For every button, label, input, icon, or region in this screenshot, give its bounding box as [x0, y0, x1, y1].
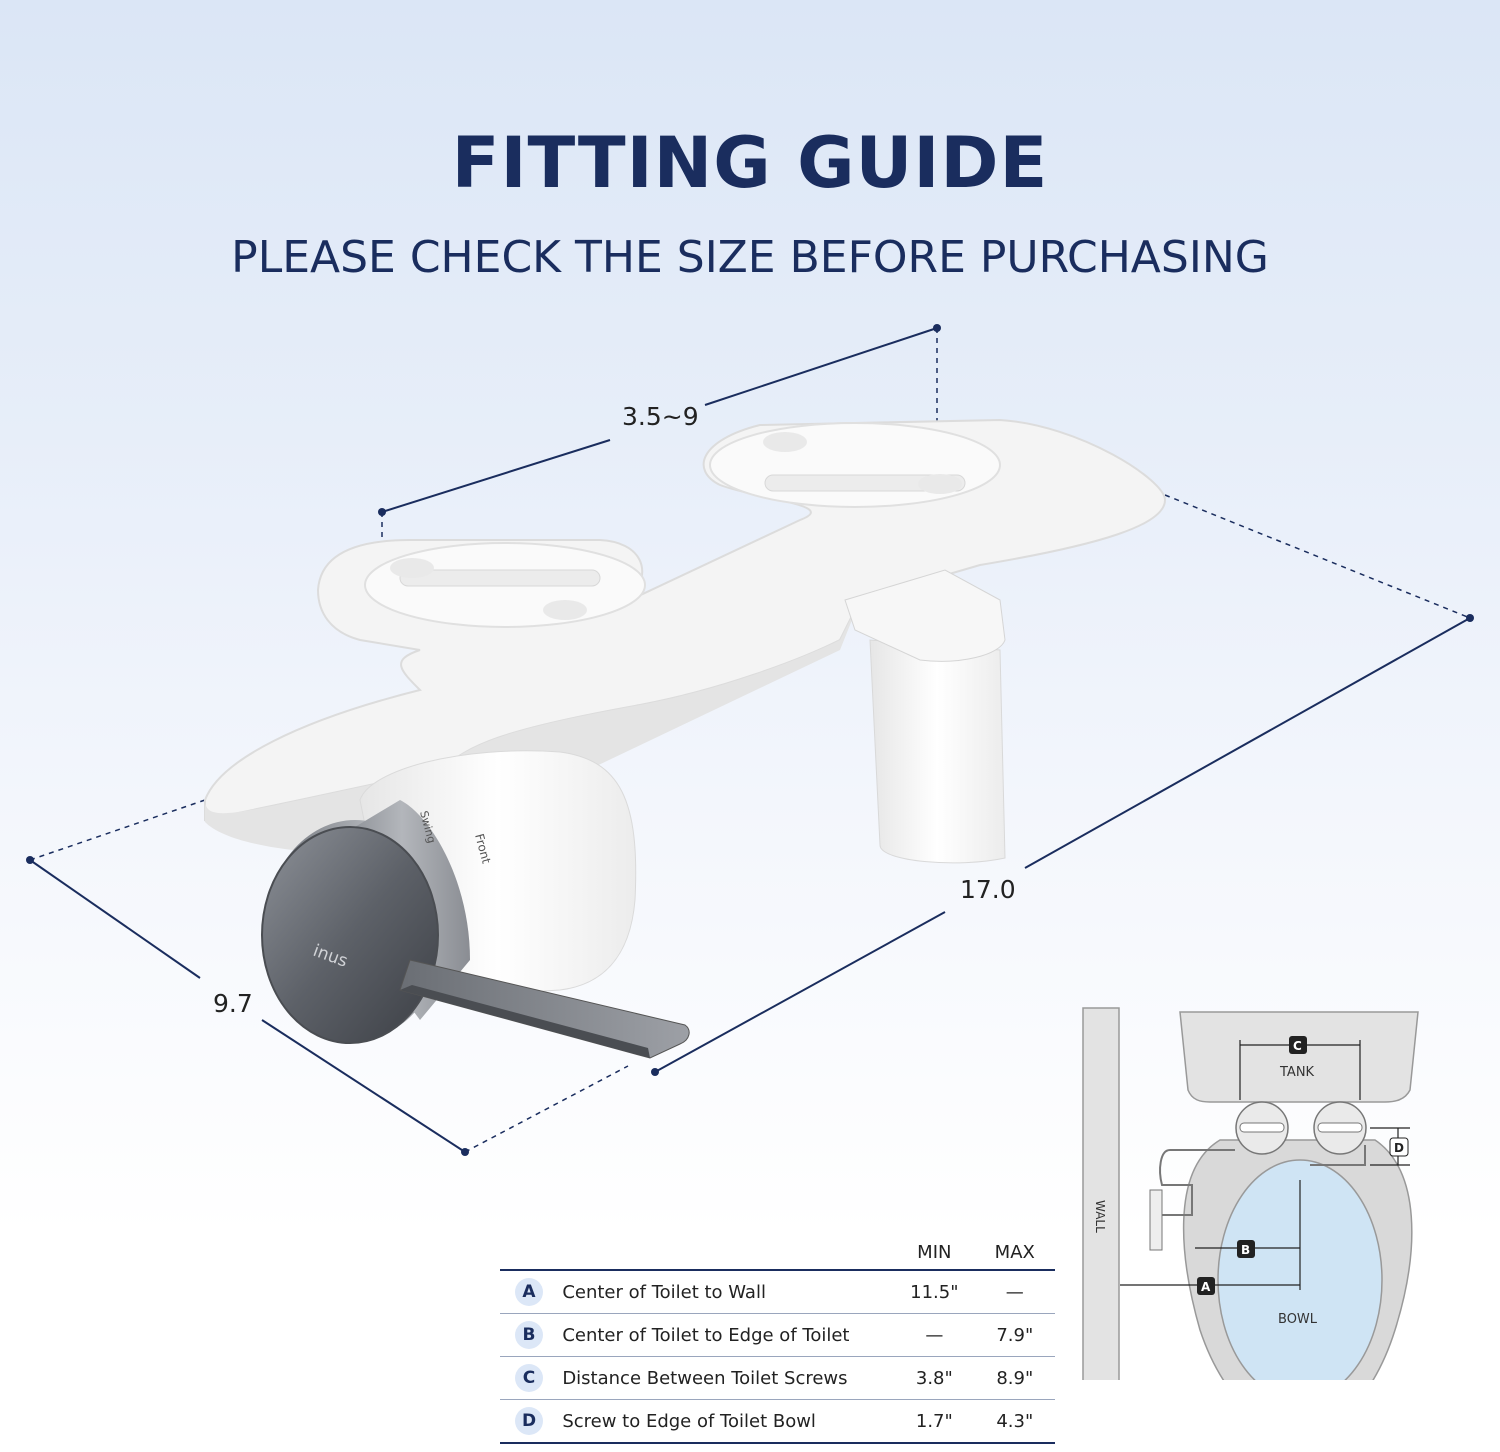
row-max: 7.9": [974, 1313, 1055, 1357]
dimension-screw-distance: 3.5~9: [622, 402, 699, 431]
row-min: 1.7": [894, 1399, 975, 1444]
row-letter-badge: A: [515, 1278, 543, 1306]
wall-shape: [1082, 1007, 1120, 1380]
row-min: 11.5": [894, 1270, 975, 1314]
svg-text:B: B: [1241, 1243, 1250, 1257]
product-illustration: inus Swing Front: [26, 324, 1474, 1156]
row-letter-badge: D: [515, 1407, 543, 1435]
row-letter-badge: B: [515, 1321, 543, 1349]
table-row: C Distance Between Toilet Screws 3.8" 8.…: [500, 1356, 1055, 1400]
table-row: A Center of Toilet to Wall 11.5" —: [500, 1270, 1055, 1314]
min-header: MIN: [894, 1242, 975, 1271]
dimension-lines: [29, 327, 1471, 1153]
spec-table-header: MIN MAX: [500, 1242, 1055, 1271]
row-description: Distance Between Toilet Screws: [558, 1356, 895, 1400]
row-min: 3.8": [894, 1356, 975, 1400]
row-max: —: [974, 1270, 1055, 1314]
toilet-diagram: WALL TANK BOWL C D B A: [1082, 1007, 1419, 1380]
control-body: [261, 750, 690, 1059]
bowl-label: BOWL: [1278, 1312, 1318, 1327]
svg-text:D: D: [1394, 1141, 1404, 1155]
marker-c: C: [1289, 1036, 1307, 1054]
wall-label: WALL: [1093, 1200, 1107, 1233]
tank-shape: [1179, 1011, 1419, 1103]
dimension-length: 17.0: [960, 875, 1016, 904]
row-description: Screw to Edge of Toilet Bowl: [558, 1399, 895, 1444]
row-min: —: [894, 1313, 975, 1357]
page-title: FITTING GUIDE: [451, 122, 1049, 204]
dimension-endpoints: [26, 324, 1474, 1156]
svg-text:A: A: [1201, 1280, 1211, 1294]
marker-d: D: [1389, 1137, 1409, 1157]
row-letter-badge: C: [515, 1364, 543, 1392]
marker-a: A: [1197, 1277, 1215, 1295]
dimension-width: 9.7: [213, 989, 253, 1018]
table-row: D Screw to Edge of Toilet Bowl 1.7" 4.3": [500, 1399, 1055, 1444]
table-row: B Center of Toilet to Edge of Toilet — 7…: [500, 1313, 1055, 1357]
row-max: 8.9": [974, 1356, 1055, 1400]
page-subtitle: PLEASE CHECK THE SIZE BEFORE PURCHASING: [231, 232, 1269, 283]
tank-label: TANK: [1279, 1065, 1315, 1080]
max-header: MAX: [974, 1242, 1055, 1271]
bidet-plate: [204, 418, 1167, 854]
spec-table: MIN MAX A Center of Toilet to Wall 11.5"…: [500, 1242, 1055, 1444]
row-description: Center of Toilet to Wall: [558, 1270, 895, 1314]
nozzle-housing: [844, 569, 1006, 864]
svg-text:C: C: [1293, 1039, 1302, 1053]
marker-b: B: [1237, 1240, 1255, 1258]
row-description: Center of Toilet to Edge of Toilet: [558, 1313, 895, 1357]
row-max: 4.3": [974, 1399, 1055, 1444]
